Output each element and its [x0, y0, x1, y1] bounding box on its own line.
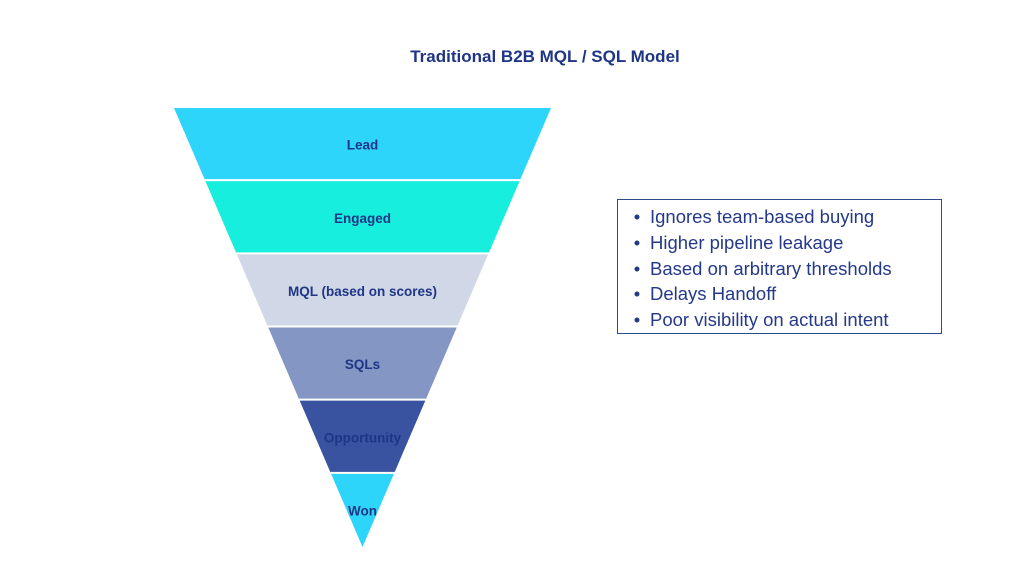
funnel-stage-label: Lead	[347, 138, 379, 153]
issues-box: •Ignores team-based buying •Higher pipel…	[617, 199, 942, 334]
funnel-stage-label: Opportunity	[324, 430, 402, 445]
funnel-stage-label: SQLs	[345, 357, 380, 372]
funnel-stage-sqls	[268, 327, 457, 399]
issue-item: •Higher pipeline leakage	[624, 230, 941, 256]
funnel-stage-label: Won	[348, 503, 377, 518]
diagram-title: Traditional B2B MQL / SQL Model	[410, 47, 680, 66]
funnel-stage-mql-based-on-scores	[236, 254, 489, 326]
issue-item: •Ignores team-based buying	[624, 204, 941, 230]
bullet-icon: •	[633, 309, 641, 331]
funnel-stage-opportunity	[299, 400, 426, 472]
bullet-icon: •	[633, 283, 641, 305]
bullet-icon: •	[633, 231, 641, 253]
funnel-stage-label: Engaged	[334, 211, 391, 226]
issue-item: •Poor visibility on actual intent	[624, 307, 941, 333]
issue-item: •Based on arbitrary thresholds	[624, 256, 941, 282]
bullet-icon: •	[633, 257, 641, 279]
issue-item: •Delays Handoff	[624, 281, 941, 307]
funnel-stage-engaged	[205, 181, 520, 253]
bullet-icon: •	[633, 206, 641, 227]
funnel-stage-lead	[174, 108, 551, 180]
funnel-stage-label: MQL (based on scores)	[288, 284, 437, 299]
funnel-stage-won	[331, 473, 394, 547]
